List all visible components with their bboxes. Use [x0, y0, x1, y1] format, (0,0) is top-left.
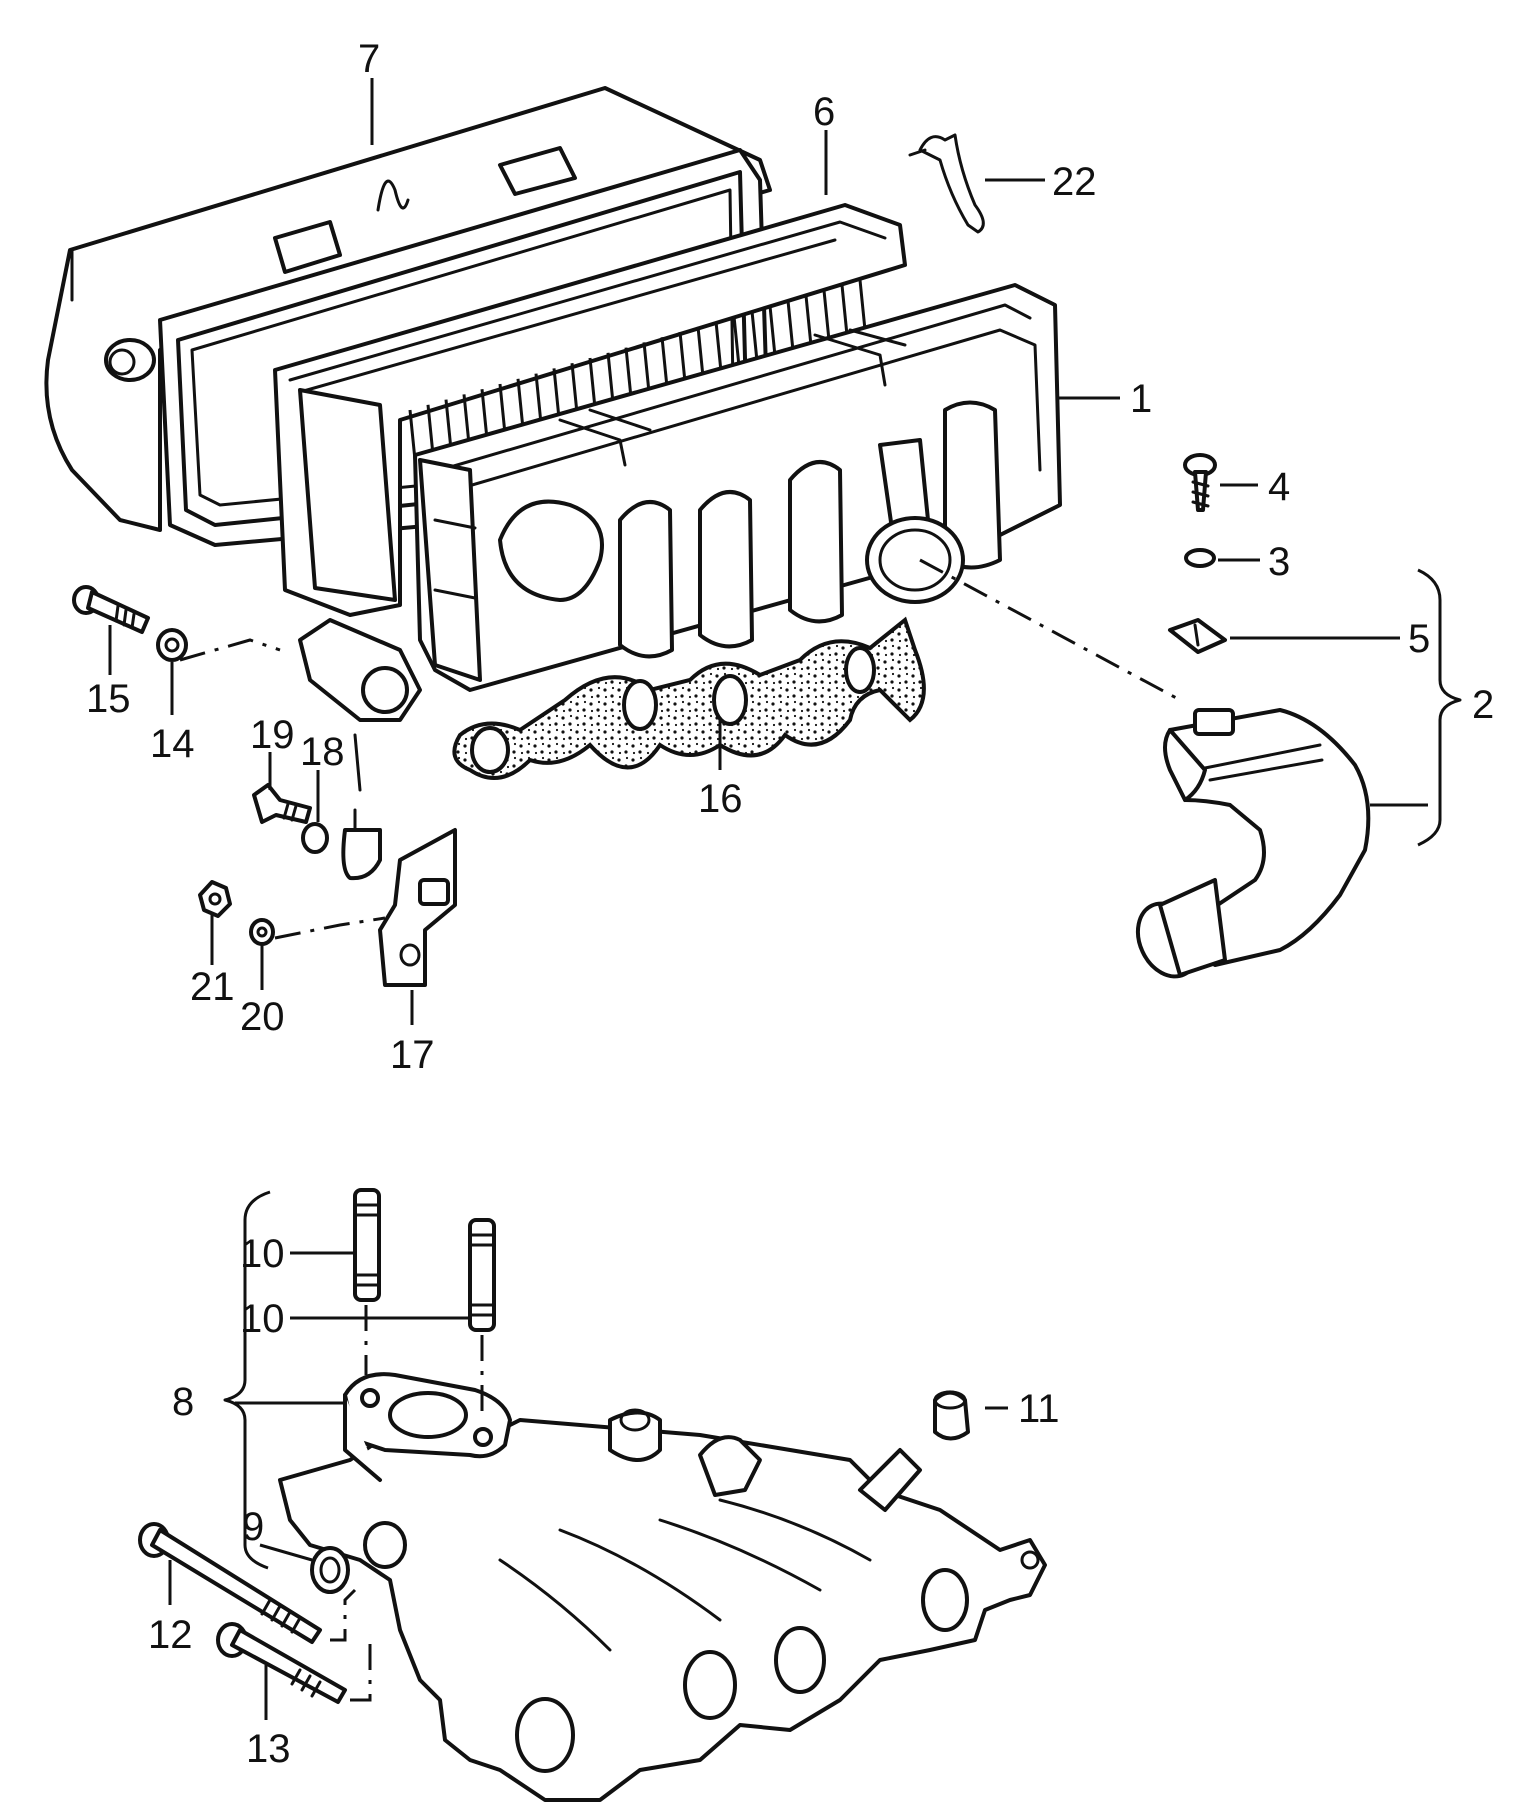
housing-bracket [298, 618, 422, 881]
callout-13: 13 [246, 1727, 291, 1771]
callout-5: 5 [1408, 617, 1430, 661]
callout-20: 20 [240, 995, 285, 1039]
callout-12: 12 [148, 1613, 193, 1657]
plug-11 [933, 1390, 970, 1441]
callout-22: 22 [1052, 160, 1097, 204]
filter-element [273, 203, 907, 617]
intake-manifold [278, 1372, 1047, 1802]
callout-1: 1 [1130, 377, 1152, 421]
callout-8: 8 [172, 1380, 194, 1424]
washer-14 [156, 628, 188, 662]
callout-19: 19 [250, 713, 295, 757]
clip-nut-5 [1168, 618, 1227, 654]
braces [223, 568, 1462, 1570]
callout-9: 9 [242, 1505, 264, 1549]
callout-3: 3 [1268, 540, 1290, 584]
seal-9 [310, 1546, 350, 1594]
stud-10-right [468, 1218, 496, 1332]
washer-3 [1184, 548, 1216, 568]
callout-10a: 10 [240, 1232, 285, 1276]
washer-20 [249, 918, 275, 946]
bolt-15 [72, 585, 150, 634]
callout-7: 7 [358, 37, 380, 81]
callout-15: 15 [86, 677, 131, 721]
callout-2: 2 [1472, 683, 1494, 727]
washer-18 [301, 822, 329, 854]
callout-18: 18 [300, 730, 345, 774]
screw-4 [1183, 453, 1217, 512]
nut-21 [198, 880, 232, 918]
callout-11: 11 [1018, 1387, 1060, 1431]
leader-lines [108, 78, 1428, 1720]
bolt-19 [252, 783, 312, 824]
callout-6: 6 [813, 90, 835, 134]
spring-clip-22 [908, 133, 985, 234]
bolt-13 [216, 1622, 347, 1704]
callout-10b: 10 [240, 1297, 285, 1341]
support-bracket [378, 828, 457, 987]
air-filter-body [413, 283, 1062, 692]
callout-labels: 1 2 3 4 5 6 7 8 9 10 10 11 12 13 14 15 1… [86, 37, 1494, 1771]
intake-hose [1135, 708, 1371, 979]
bolt-12 [138, 1522, 322, 1644]
assembly-lines [179, 558, 1181, 1702]
manifold-gasket [452, 616, 926, 780]
callout-4: 4 [1268, 465, 1290, 509]
callout-21: 21 [190, 965, 235, 1009]
callout-16: 16 [698, 777, 743, 821]
stud-10-left [353, 1188, 381, 1302]
callout-14: 14 [150, 722, 195, 766]
callout-17: 17 [390, 1033, 435, 1077]
